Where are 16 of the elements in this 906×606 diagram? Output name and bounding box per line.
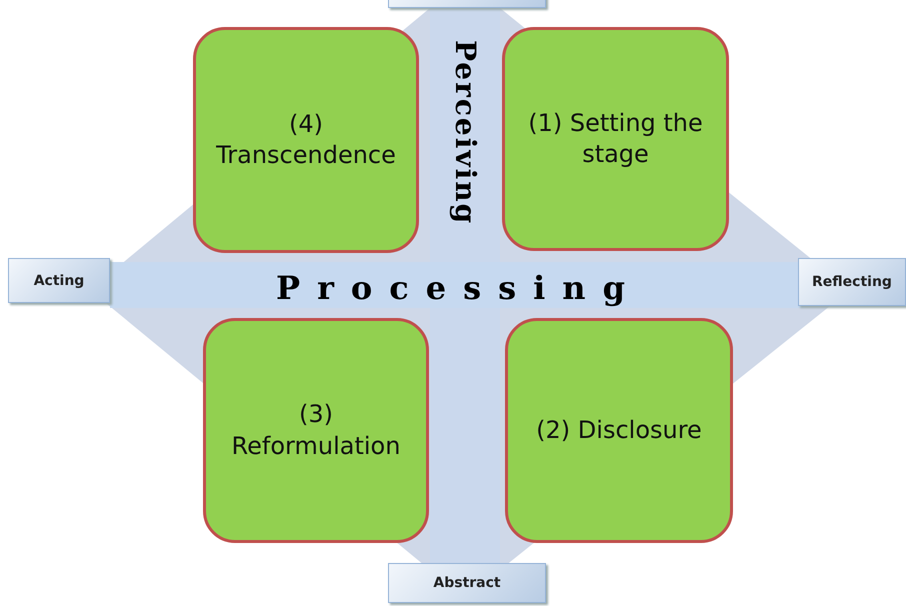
axis-title: Perceiving [450,40,480,226]
stage-box [193,27,419,253]
stage-label: (4) Transcendence [215,108,397,171]
stage-label: (1) Setting the stage [527,108,704,170]
axis-label-box [388,563,546,603]
stage-label: (3) Reformulation [230,399,402,462]
stage-box [502,27,729,251]
stage-label: Reflecting [812,274,892,290]
axis-title: Processing [276,270,642,306]
axis-label-box [798,258,906,306]
stage-box [203,318,429,543]
axis-label-box [8,258,110,303]
stage-label: Abstract [433,575,501,591]
stage-label: (2) Disclosure [536,414,702,446]
stage-label: Acting [34,272,84,288]
stage-box [505,318,733,543]
